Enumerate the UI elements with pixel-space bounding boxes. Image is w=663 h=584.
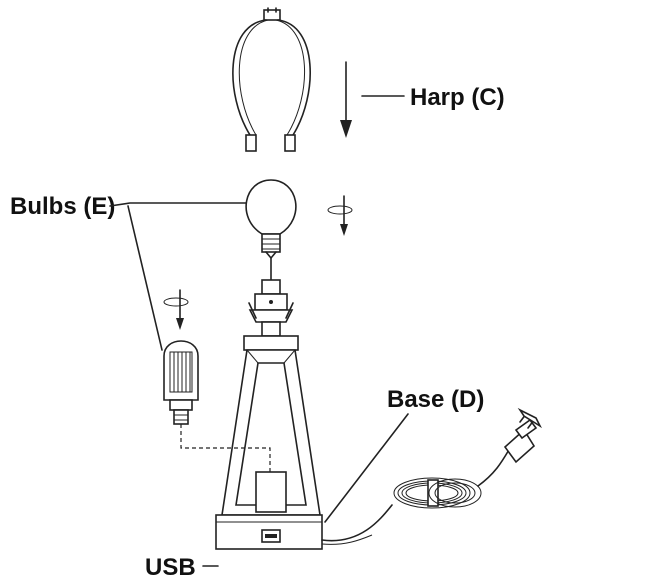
a-bulb [245, 179, 297, 259]
power-cord [321, 439, 516, 545]
harp-label: Harp (C) [410, 84, 505, 111]
tube-bulb [163, 340, 199, 425]
base-label: Base (D) [387, 386, 484, 413]
harp-part [232, 7, 311, 152]
harp-arrow-icon [340, 61, 352, 138]
bulbs-leader-line-bottom [127, 205, 163, 351]
base-leader-line [324, 413, 409, 523]
usb-port-icon [261, 529, 281, 543]
usb-label: USB [145, 554, 196, 581]
rotate-arrow-icon-small [163, 289, 189, 330]
bulbs-label: Bulbs (E) [10, 193, 115, 220]
plug-icon [503, 407, 542, 464]
base-tower [215, 335, 323, 550]
rotate-arrow-icon [327, 195, 353, 236]
bulbs-leader-line-top [109, 202, 248, 207]
socket-assembly [248, 279, 294, 337]
